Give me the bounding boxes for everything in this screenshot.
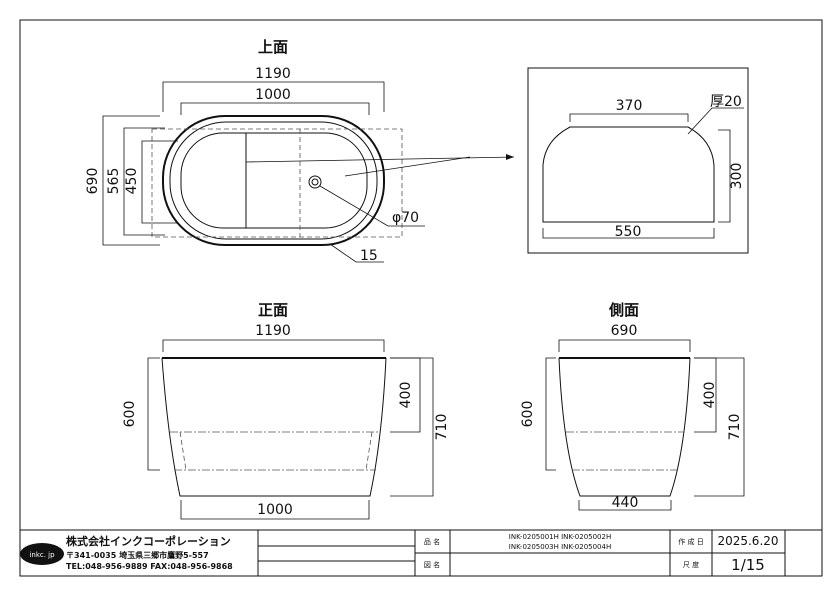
detail-frame <box>527 67 749 254</box>
company-logo-text: inkc. jp <box>29 551 55 559</box>
company-logo <box>20 543 64 565</box>
dim-line-side-height <box>694 357 745 497</box>
dim-side-height: 710 <box>727 414 743 441</box>
drawing-name-label: 図 名 <box>424 560 440 569</box>
dim-line-depth-450 <box>141 140 178 224</box>
drain-outer <box>308 175 322 189</box>
front-hidden-lines <box>170 431 380 471</box>
tub-basin <box>180 132 368 229</box>
dim-line-side-bottom <box>578 500 672 511</box>
title-block: inkc. jp 株式会社インクコーポレーション 〒341-0035 埼玉県三郷… <box>20 529 822 576</box>
product-label: 品 名 <box>424 537 440 546</box>
dim-line-side-depth <box>545 357 556 471</box>
backrest-shape <box>542 126 715 223</box>
dim-drain: φ70 <box>392 210 419 226</box>
date-label: 作 成 日 <box>678 537 703 546</box>
detail-view: 370 厚20 300 550 <box>527 67 749 254</box>
side-view: 側面 690 600 400 710 440 <box>520 301 745 511</box>
dim-side-water: 400 <box>702 382 718 409</box>
detail-arrow-line-2 <box>344 156 471 177</box>
dim-detail-height: 300 <box>729 163 745 190</box>
dim-depth-565: 565 <box>106 168 122 195</box>
product-line-1: INK-0205001H INK-0205002H <box>509 533 611 541</box>
dim-line-inner-width <box>180 102 370 115</box>
leader-rim <box>329 243 384 263</box>
detail-arrow-line <box>245 156 515 163</box>
tub-inner-rim <box>169 121 378 240</box>
side-body <box>558 357 691 497</box>
side-hidden-lines <box>566 431 684 471</box>
dim-detail-bottom: 550 <box>615 224 642 240</box>
top-view: 上面 1190 1000 690 565 450 φ70 15 <box>85 38 515 264</box>
dim-front-water: 400 <box>398 382 414 409</box>
dim-line-overall-width <box>162 81 385 112</box>
dim-rim: 15 <box>360 248 378 264</box>
hidden-outline <box>151 128 403 238</box>
product-line-2: INK-0205003H INK-0205004H <box>509 543 611 551</box>
dim-line-front-height <box>390 357 434 497</box>
drawing-frame <box>19 19 823 577</box>
company-address: 〒341-0035 埼玉県三郷市鷹野5-557 <box>66 550 209 560</box>
dim-depth-450: 450 <box>124 168 140 195</box>
dim-line-side-top <box>558 339 691 352</box>
scale-label: 尺 度 <box>683 560 699 569</box>
drain-inner <box>311 178 319 186</box>
dim-detail-thickness: 厚20 <box>710 94 742 110</box>
tub-outer-rim <box>162 115 385 246</box>
dim-overall-width: 1190 <box>255 66 291 82</box>
dim-side-top-width: 690 <box>611 323 638 339</box>
dim-line-depth-690 <box>102 115 160 246</box>
dim-line-detail-height <box>718 129 731 223</box>
dim-line-front-depth <box>147 357 160 471</box>
dim-front-depth: 600 <box>122 401 138 428</box>
detail-arrow-head <box>506 154 514 160</box>
dim-line-front-top <box>162 339 385 352</box>
leader-drain <box>319 185 425 227</box>
dim-inner-width: 1000 <box>255 87 291 103</box>
dim-front-top-width: 1190 <box>255 323 291 339</box>
dim-line-front-bottom <box>180 500 370 520</box>
company-name: 株式会社インクコーポレーション <box>66 534 231 548</box>
dim-line-detail-top <box>569 113 689 122</box>
front-view-title: 正面 <box>258 301 288 319</box>
dim-line-depth-565 <box>123 127 165 236</box>
scale-value: 1/15 <box>731 556 765 574</box>
dim-detail-top: 370 <box>616 98 643 114</box>
front-body <box>161 357 387 497</box>
dim-front-bottom-width: 1000 <box>257 502 293 518</box>
dim-front-height: 710 <box>434 414 450 441</box>
leader-thickness <box>687 107 744 135</box>
date-value: 2025.6.20 <box>717 534 778 548</box>
side-view-title: 側面 <box>608 301 639 319</box>
dim-side-depth: 600 <box>520 401 536 428</box>
dim-overall-depth: 690 <box>85 168 101 195</box>
front-hidden-basin <box>179 431 373 471</box>
dim-side-bottom-width: 440 <box>612 495 639 511</box>
front-view: 正面 1190 600 400 710 1000 <box>122 301 450 520</box>
company-contact: TEL:048-956-9889 FAX:048-956-9868 <box>66 562 233 571</box>
top-view-title: 上面 <box>258 38 288 56</box>
dim-line-detail-bottom <box>542 228 715 239</box>
